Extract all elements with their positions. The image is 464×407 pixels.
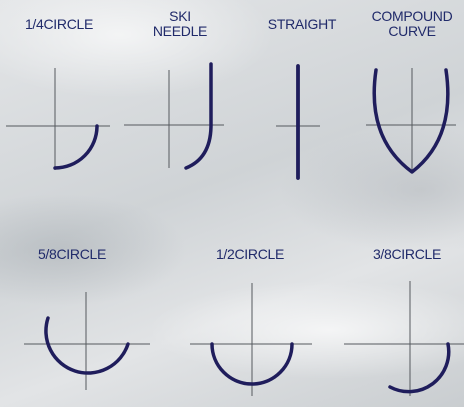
quarter-circle-needle-icon — [55, 126, 97, 168]
compound-curve-figure — [366, 68, 456, 172]
ski-needle-icon — [186, 64, 211, 168]
compound-curve-needle-icon — [374, 70, 448, 172]
half-circle-figure — [190, 283, 312, 396]
three-eighths-circle-figure — [344, 281, 464, 396]
quarter-circle-figure — [6, 68, 110, 170]
straight-figure — [276, 64, 320, 180]
five-eighths-circle-needle-icon — [46, 318, 128, 373]
three-eighths-circle-needle-icon — [390, 344, 449, 392]
five-eighths-circle-figure — [24, 292, 150, 390]
ski-needle-figure — [124, 64, 224, 168]
